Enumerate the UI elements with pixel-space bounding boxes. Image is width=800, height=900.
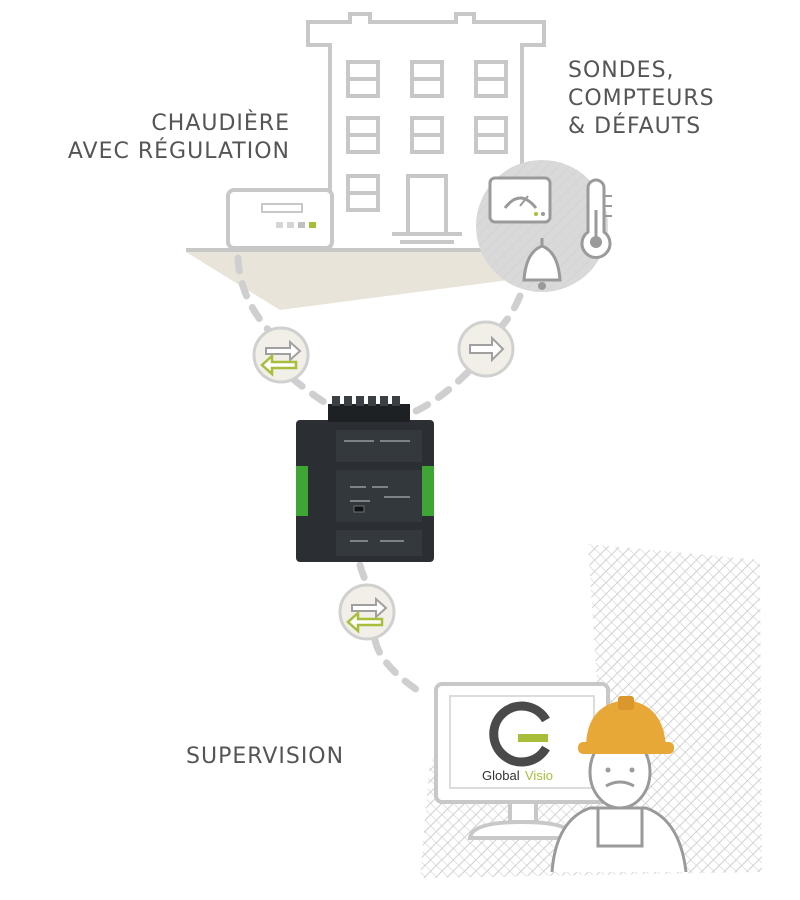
thermometer-icon (580, 178, 612, 259)
building (306, 12, 546, 250)
label-sensors: SONDES, COMPTEURS & DÉFAUTS (568, 57, 715, 141)
bell-icon (522, 238, 562, 290)
meter-icon (488, 176, 552, 224)
unidirectional-exchange-icon (457, 320, 515, 378)
bidirectional-exchange-icon-2 (338, 583, 396, 641)
label-boiler-line-2: AVEC RÉGULATION (67, 139, 290, 164)
worker-icon (550, 696, 688, 873)
logo-text-visio: Visio (525, 768, 553, 783)
boiler-icon (226, 188, 334, 250)
label-boiler-line-1: CHAUDIÈRE (151, 111, 290, 136)
sensors-group (476, 160, 612, 292)
helmet-icon (578, 696, 674, 754)
bidirectional-exchange-icon-1 (252, 326, 310, 384)
label-supervision: SUPERVISION (186, 744, 345, 769)
connectors (234, 254, 524, 696)
label-sensors-line-3: & DÉFAUTS (568, 114, 702, 139)
label-sensors-line-1: SONDES, (568, 58, 675, 83)
logo-text-global: Global (482, 768, 520, 783)
monitor-icon (434, 682, 610, 840)
label-boiler: CHAUDIÈRE AVEC RÉGULATION (10, 110, 290, 166)
globalvisio-logo: Global Visio (482, 701, 553, 783)
building-floor (186, 252, 540, 310)
controller-device (296, 396, 434, 562)
label-sensors-line-2: COMPTEURS (568, 86, 715, 111)
